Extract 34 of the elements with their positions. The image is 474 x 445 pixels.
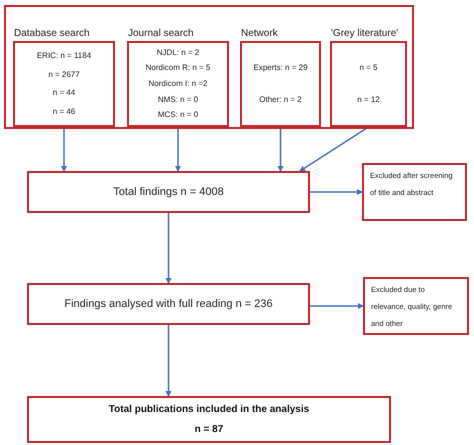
exclusion-box bbox=[362, 163, 467, 221]
count-text: NJDL: n = 2 bbox=[156, 46, 200, 59]
result-text: Total publications included in the analysis bbox=[108, 403, 310, 418]
step-text: Findings analysed with full reading n = 236 bbox=[64, 296, 273, 312]
count-text: ERIC: n = 1184 bbox=[36, 50, 92, 62]
arrow bbox=[166, 325, 172, 397]
count-text: Nordicom R: n = 5 bbox=[146, 62, 210, 74]
count-text: n = 5 bbox=[359, 62, 378, 74]
group-heading: Network bbox=[241, 27, 278, 41]
step-text: Total findings n = 4008 bbox=[113, 184, 224, 200]
count-text: Nordicom I: n =2 bbox=[148, 78, 208, 90]
count-text: NMS: n = 0 bbox=[158, 94, 198, 106]
arrow bbox=[175, 127, 181, 172]
count-text: n = 2677 bbox=[48, 68, 80, 81]
count-text: n = 44 bbox=[52, 87, 76, 100]
count-text: n = 46 bbox=[52, 106, 76, 118]
count-text: n = 12 bbox=[357, 94, 380, 106]
arrow bbox=[61, 127, 67, 172]
count-text: Experts: n = 29 bbox=[253, 62, 308, 74]
process-box bbox=[27, 171, 310, 213]
count-text: MCS: n = 0 bbox=[158, 109, 198, 122]
group-heading: Database search bbox=[14, 27, 90, 41]
sources-panel bbox=[4, 5, 414, 129]
arrow bbox=[310, 303, 364, 309]
group-heading: Journal search bbox=[128, 27, 194, 41]
arrow bbox=[166, 213, 172, 284]
exclusion-box bbox=[363, 277, 469, 335]
result-text: n = 87 bbox=[194, 422, 224, 437]
process-box bbox=[27, 283, 310, 325]
arrow bbox=[310, 189, 363, 195]
result-box bbox=[27, 396, 391, 443]
count-text: Other: n = 2 bbox=[259, 94, 302, 106]
group-heading: 'Grey literature' bbox=[331, 27, 398, 41]
arrow bbox=[278, 127, 284, 172]
